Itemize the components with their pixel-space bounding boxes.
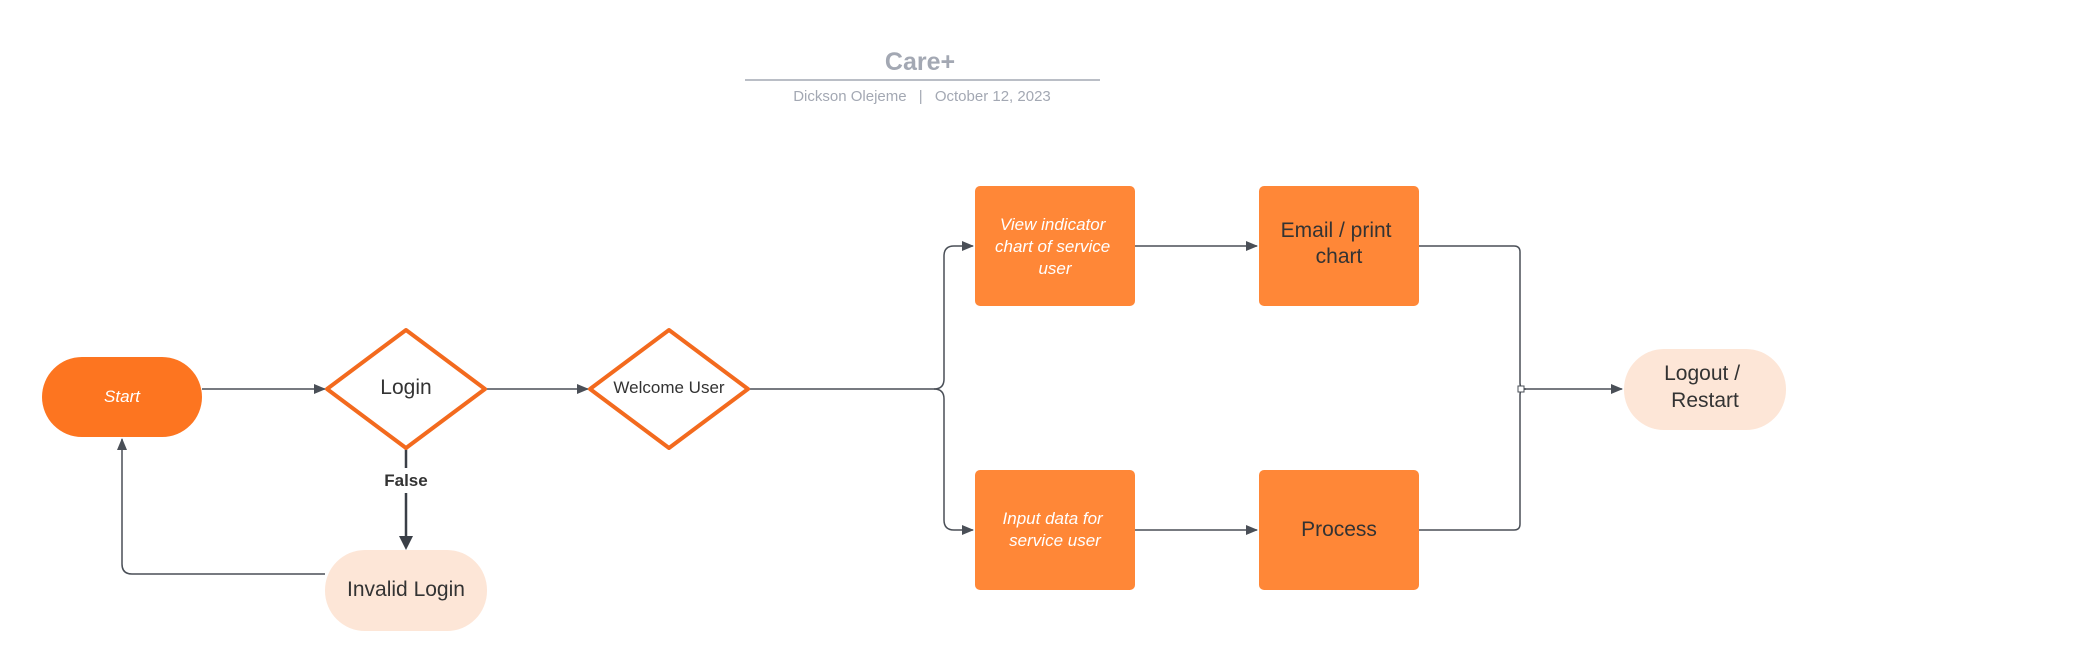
invalid-login-label: Invalid Login bbox=[347, 578, 465, 601]
edge-welcome-to-view-chart[interactable] bbox=[933, 241, 974, 390]
start-label: Start bbox=[104, 387, 141, 406]
edge-label-false: False bbox=[384, 471, 427, 490]
edge-invalid-to-start[interactable] bbox=[117, 438, 325, 575]
subtitle-separator: | bbox=[919, 88, 923, 105]
author-name: Dickson Olejeme bbox=[793, 88, 906, 105]
node-logout-restart[interactable]: Logout / Restart bbox=[1624, 349, 1786, 430]
logout-label-line-2: Restart bbox=[1671, 389, 1739, 412]
logout-label: Logout / Restart bbox=[1664, 362, 1746, 412]
login-label: Login bbox=[380, 376, 431, 399]
input-data-label-line-2: service user bbox=[1009, 531, 1102, 550]
node-input-data[interactable]: Input data for service user bbox=[975, 470, 1135, 590]
input-data-label: Input data for service user bbox=[1003, 509, 1108, 550]
input-data-label-line-1: Input data for bbox=[1003, 509, 1105, 528]
node-invalid-login[interactable]: Invalid Login bbox=[325, 550, 487, 631]
edges bbox=[117, 241, 1623, 575]
edge-login-false-arrowhead bbox=[399, 536, 413, 550]
diagram-title: Care+ bbox=[885, 48, 955, 76]
node-login[interactable]: Login bbox=[325, 328, 487, 450]
welcome-user-label: Welcome User bbox=[613, 378, 724, 397]
welcome-decision-shape bbox=[588, 328, 750, 450]
invalid-login-terminal-shape bbox=[325, 550, 487, 631]
logout-terminal-shape bbox=[1624, 349, 1786, 430]
view-chart-label-line-2: chart of service bbox=[995, 237, 1110, 256]
node-view-indicator-chart[interactable]: View indicator chart of service user bbox=[975, 186, 1135, 306]
start-terminal-shape bbox=[42, 357, 202, 437]
edge-welcome-to-input-data[interactable] bbox=[933, 388, 974, 535]
email-print-label-line-2: chart bbox=[1316, 245, 1363, 268]
node-email-print-chart[interactable]: Email / print chart bbox=[1259, 186, 1419, 306]
view-chart-label-line-1: View indicator bbox=[1000, 215, 1107, 234]
node-start[interactable]: Start bbox=[42, 357, 202, 437]
logout-label-line-1: Logout / bbox=[1664, 362, 1740, 385]
diagram-date: October 12, 2023 bbox=[935, 88, 1051, 105]
process-shape bbox=[1259, 470, 1419, 590]
merge-junction bbox=[1517, 385, 1525, 393]
input-data-process-shape bbox=[975, 470, 1135, 590]
view-chart-label: View indicator chart of service user bbox=[995, 215, 1115, 278]
view-chart-process-shape bbox=[975, 186, 1135, 306]
email-print-process-shape bbox=[1259, 186, 1419, 306]
view-chart-label-line-3: user bbox=[1038, 259, 1072, 278]
email-print-label: Email / print chart bbox=[1281, 219, 1398, 268]
diagram-header: Care+ Dickson Olejeme | October 12, 2023 bbox=[745, 48, 1100, 105]
email-print-label-line-1: Email / print bbox=[1281, 219, 1392, 242]
node-process[interactable]: Process bbox=[1259, 470, 1419, 590]
edge-email-to-merge[interactable] bbox=[1418, 245, 1527, 390]
process-label: Process bbox=[1301, 518, 1377, 541]
login-decision-shape bbox=[325, 328, 487, 450]
node-welcome-user[interactable]: Welcome User bbox=[588, 328, 750, 450]
edge-process-to-merge[interactable] bbox=[1418, 388, 1527, 531]
diagram-subtitle: Dickson Olejeme | October 12, 2023 bbox=[793, 88, 1051, 105]
